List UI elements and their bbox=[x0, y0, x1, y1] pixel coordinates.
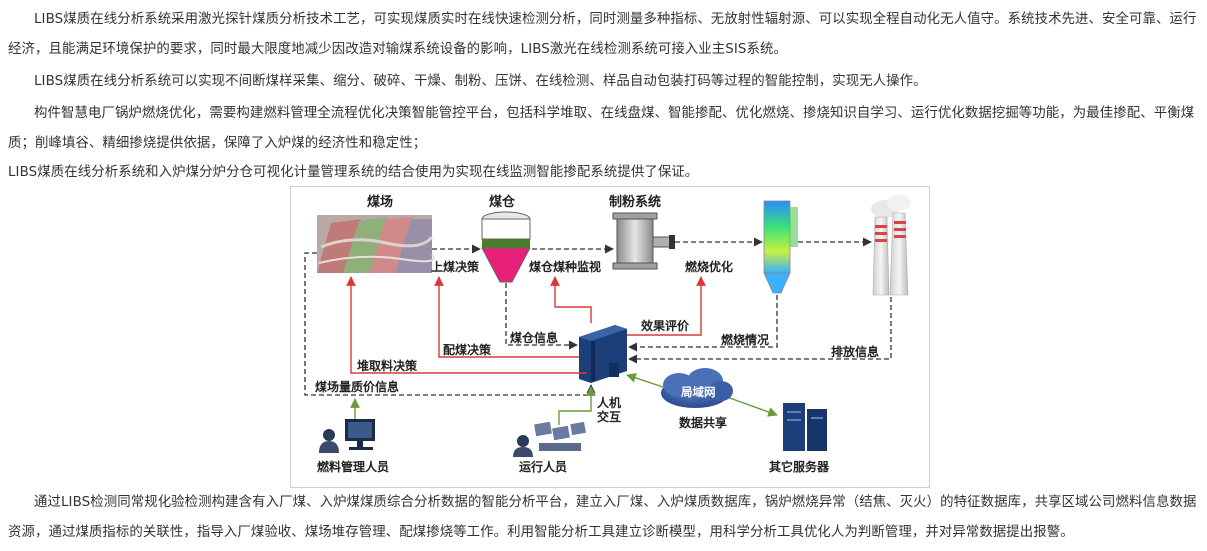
coal-bunker-icon bbox=[481, 211, 531, 283]
arrow-stacking-decision bbox=[346, 276, 587, 374]
central-server-icon bbox=[579, 325, 627, 383]
fuel-staff-label: 燃料管理人员 bbox=[317, 459, 389, 474]
coal-yard-title: 煤场 bbox=[367, 194, 393, 210]
arrow-emission-info bbox=[628, 297, 892, 364]
other-servers-label: 其它服务器 bbox=[769, 459, 830, 474]
chimney-stacks-icon bbox=[871, 195, 911, 296]
combustion-opt-label: 燃烧优化 bbox=[685, 259, 733, 274]
loading-decision-label: 上煤决策 bbox=[431, 259, 480, 274]
arrow-combustion-opt bbox=[627, 276, 706, 336]
combustion-status-label: 燃烧情况 bbox=[721, 332, 769, 347]
stacking-decision-label: 堆取料决策 bbox=[357, 358, 418, 373]
paragraph-libs-intro: LIBS煤质在线分析系统采用激光探针煤质分析技术工艺，可实现煤质实时在线快速检测… bbox=[8, 12, 1197, 57]
lan-label: 局域网 bbox=[680, 385, 716, 399]
fuel-staff-icon bbox=[319, 419, 375, 453]
lan-cloud-icon bbox=[661, 368, 733, 408]
pulverizing-system-icon bbox=[612, 212, 675, 270]
arrow-blending-decision bbox=[434, 276, 579, 358]
operators-icon bbox=[513, 421, 586, 457]
arrow-hmi bbox=[558, 386, 596, 425]
blending-decision-label: 配煤决策 bbox=[443, 342, 492, 357]
other-servers-icon bbox=[783, 403, 827, 451]
bunker-monitor-label: 煤仓煤种监视 bbox=[529, 259, 601, 274]
effect-eval-label: 效果评价 bbox=[641, 318, 690, 333]
paragraph-analysis-platform: 通过LIBS检测同常规化验检测构建含有入厂煤、入炉煤煤质综合分析数据的智能分析平… bbox=[8, 495, 1197, 540]
bunker-info-label: 煤仓信息 bbox=[510, 330, 558, 345]
data-sharing-label: 数据共享 bbox=[679, 415, 727, 430]
arrow-yard-quality-info bbox=[304, 252, 596, 396]
paragraph-libs-automation: LIBS煤质在线分析系统可以实现不间断煤样采集、缩分、破碎、干燥、制粉、压饼、在… bbox=[34, 74, 927, 89]
hmi-label-line1: 人机 bbox=[597, 395, 621, 410]
operators-label: 运行人员 bbox=[519, 459, 567, 474]
arrow-server-network bbox=[626, 373, 664, 388]
arrow-bunker-info bbox=[505, 283, 578, 350]
coal-yard-image bbox=[317, 215, 435, 273]
pulverizing-system-title: 制粉系统 bbox=[609, 194, 661, 210]
boiler-icon bbox=[763, 200, 798, 294]
emission-info-label: 排放信息 bbox=[831, 344, 879, 359]
paragraph-combustion-optimization: 构件智慧电厂锅炉燃烧优化，需要构建燃料管理全流程优化决策智能管控平台，包括科学堆… bbox=[8, 106, 1195, 151]
arrow-combustion-status bbox=[628, 295, 778, 352]
arrow-bunker-monitor bbox=[550, 276, 592, 323]
hmi-label-line2: 交互 bbox=[597, 409, 621, 424]
yard-quality-info-label: 煤场量质价信息 bbox=[315, 379, 399, 394]
paragraph-system-combination: LIBS煤质在线分析系统和入炉煤分炉分仓可视化计量管理系统的结合使用为实现在线监… bbox=[8, 165, 699, 180]
fuel-management-diagram: 煤场 煤仓 制粉系统 bbox=[290, 186, 930, 488]
coal-bunker-title: 煤仓 bbox=[489, 194, 516, 210]
arrow-network-servers bbox=[726, 396, 778, 417]
